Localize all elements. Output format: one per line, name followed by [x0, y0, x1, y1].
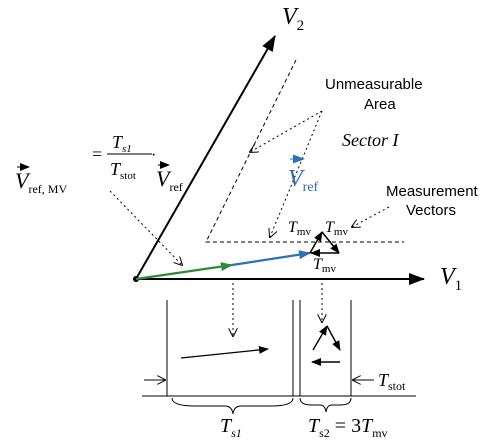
vref-label: Vref [288, 166, 319, 195]
ts2-vector-2 [326, 325, 341, 351]
eq-equals: = [92, 144, 102, 164]
green-vector [135, 262, 233, 281]
eq-dot: · [151, 147, 156, 164]
eq-denominator: Tstot [110, 159, 136, 182]
tmv-label-left: Tmv [288, 219, 311, 238]
eq-rhs: Vref [156, 166, 183, 194]
unmeasurable-label-line1: Unmeasurable [325, 76, 423, 93]
eq-numerator: Ts1 [112, 132, 132, 155]
ts1-vector [180, 345, 269, 359]
v1-label: V1 [440, 264, 462, 294]
sector-label: Sector I [342, 130, 399, 150]
measurement-vector-2 [321, 231, 340, 254]
measurement-label-line1: Measurement [386, 183, 479, 200]
pointer-unmeasurable [250, 110, 323, 152]
ts1-label: Ts1 [220, 415, 242, 440]
brace-ts2 [299, 397, 352, 413]
tstot-label: Tstot [378, 370, 406, 393]
unmeasurable-label-line2: Area [364, 96, 396, 113]
measurement-label-line2: Vectors [406, 202, 456, 219]
unmeasurable-area-boundary [205, 59, 404, 243]
tmv-label-bottom: Tmv [313, 256, 336, 275]
pointer-equation [109, 190, 182, 265]
eq-lhs: Vref, MV [15, 168, 67, 196]
tmv-label-right: Tmv [325, 219, 348, 238]
v2-label: V2 [282, 4, 304, 34]
ts2-label: Ts2 = 3Tmv [308, 415, 388, 440]
vref-vector [231, 250, 311, 267]
v2-axis [135, 35, 276, 280]
ts2-vector-1 [312, 325, 328, 351]
pointer-measurement [352, 206, 390, 227]
brace-ts1 [171, 397, 294, 415]
